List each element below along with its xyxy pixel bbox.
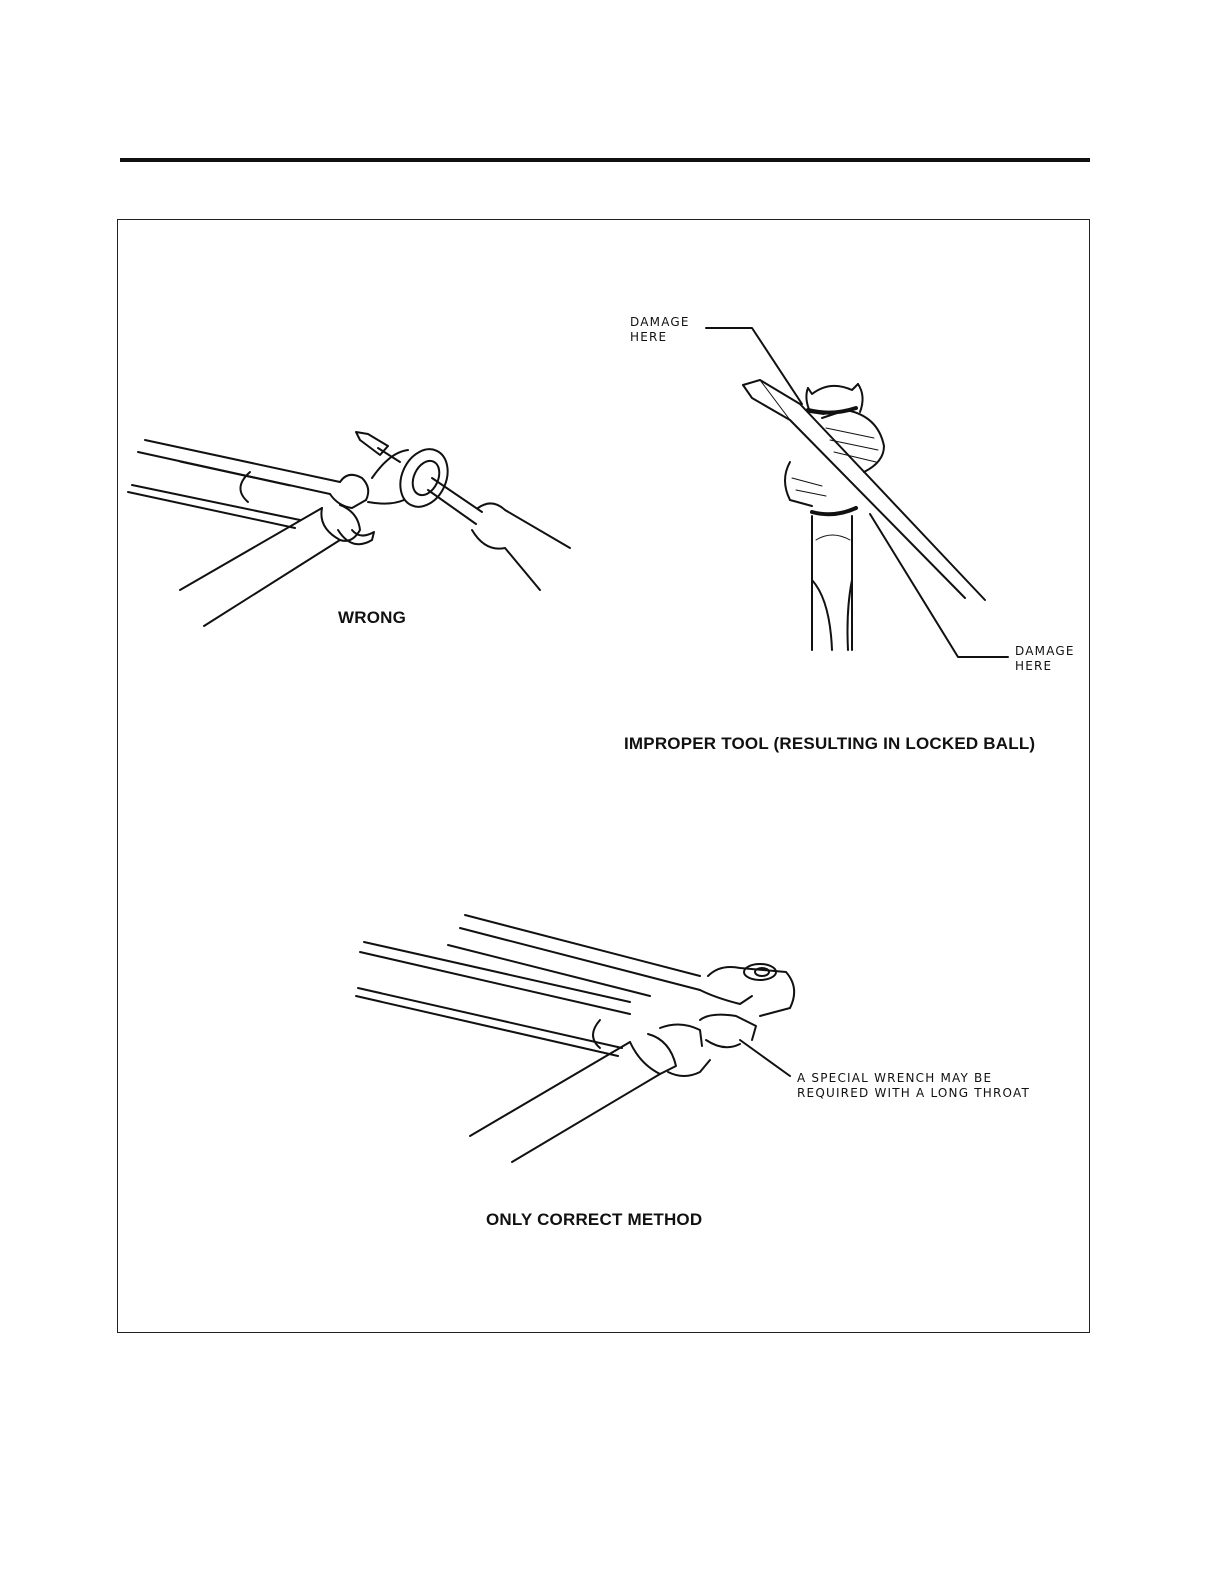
callout-damage-here-bottom: DAMAGE HERE <box>1015 644 1075 674</box>
correct-method-illustration <box>356 915 794 1162</box>
callout-line: REQUIRED WITH A LONG THROAT <box>797 1086 1030 1101</box>
caption-wrong: WRONG <box>338 608 406 628</box>
callout-line: HERE <box>1015 659 1075 674</box>
caption-only-correct-method: ONLY CORRECT METHOD <box>486 1210 702 1230</box>
callout-line: A SPECIAL WRENCH MAY BE <box>797 1071 1030 1086</box>
callout-line: DAMAGE <box>1015 644 1075 659</box>
callout-line: HERE <box>630 330 690 345</box>
wrong-illustration <box>128 432 570 626</box>
callout-line: DAMAGE <box>630 315 690 330</box>
caption-improper-tool: IMPROPER TOOL (RESULTING IN LOCKED BALL) <box>624 734 1035 754</box>
callout-damage-here-top: DAMAGE HERE <box>630 315 690 345</box>
callout-special-wrench: A SPECIAL WRENCH MAY BE REQUIRED WITH A … <box>797 1071 1030 1101</box>
improper-tool-illustration <box>706 328 1008 657</box>
